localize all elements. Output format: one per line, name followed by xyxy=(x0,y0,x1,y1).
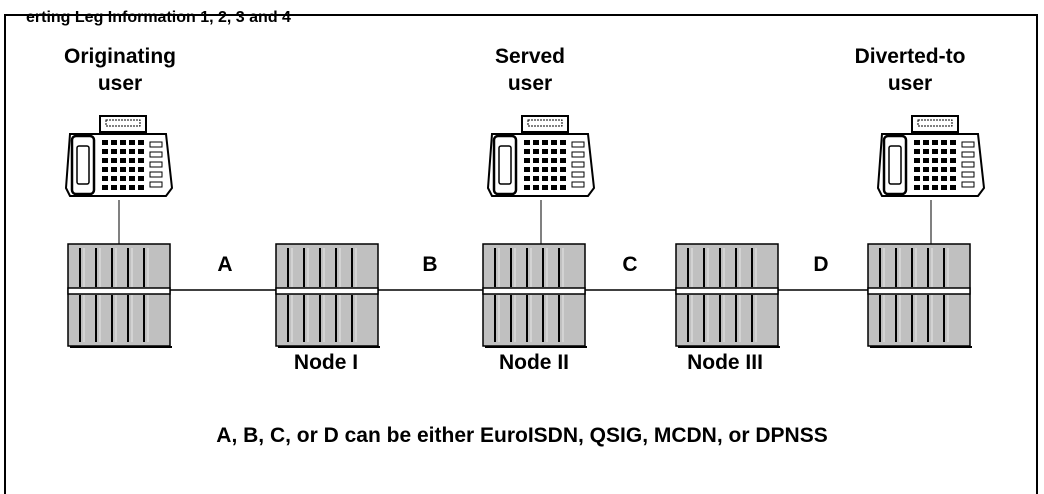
switches xyxy=(67,243,972,348)
node-2-switch xyxy=(482,243,587,348)
figure-caption-fragment: erting Leg Information 1, 2, 3 and 4 xyxy=(26,10,291,26)
diverted-to-phone-icon xyxy=(876,115,986,244)
originating-user-line2: user xyxy=(97,72,143,95)
link-label-d: D xyxy=(813,253,829,276)
originating-phone-icon xyxy=(64,115,174,244)
originating-user-label: Originating user xyxy=(20,43,220,97)
telephones xyxy=(64,115,986,244)
diagram-frame: erting Leg Information 1, 2, 3 and 4 xyxy=(4,10,1038,494)
served-user-line2: user xyxy=(507,72,553,95)
node-3-label: Node III xyxy=(687,351,763,374)
diverted-to-user-label: Diverted-to user xyxy=(810,43,1010,97)
served-user-line1: Served xyxy=(494,45,566,68)
diverted-to-user-line1: Diverted-to xyxy=(854,45,966,68)
node-2-label: Node II xyxy=(498,351,569,374)
link-label-a: A xyxy=(217,253,233,276)
node-1-switch xyxy=(275,243,380,348)
footer-note: A, B, C, or D can be either EuroISDN, QS… xyxy=(216,424,828,447)
node-3-switch xyxy=(675,243,780,348)
diverted-to-user-line2: user xyxy=(887,72,933,95)
served-phone-icon xyxy=(486,115,596,244)
diverted-to-switch xyxy=(867,243,972,348)
originating-user-line1: Originating xyxy=(64,45,176,68)
link-label-b: B xyxy=(422,253,438,276)
link-label-c: C xyxy=(622,253,638,276)
node-1-label: Node I xyxy=(293,351,359,374)
originating-switch xyxy=(67,243,172,348)
served-user-label: Served user xyxy=(430,43,630,97)
